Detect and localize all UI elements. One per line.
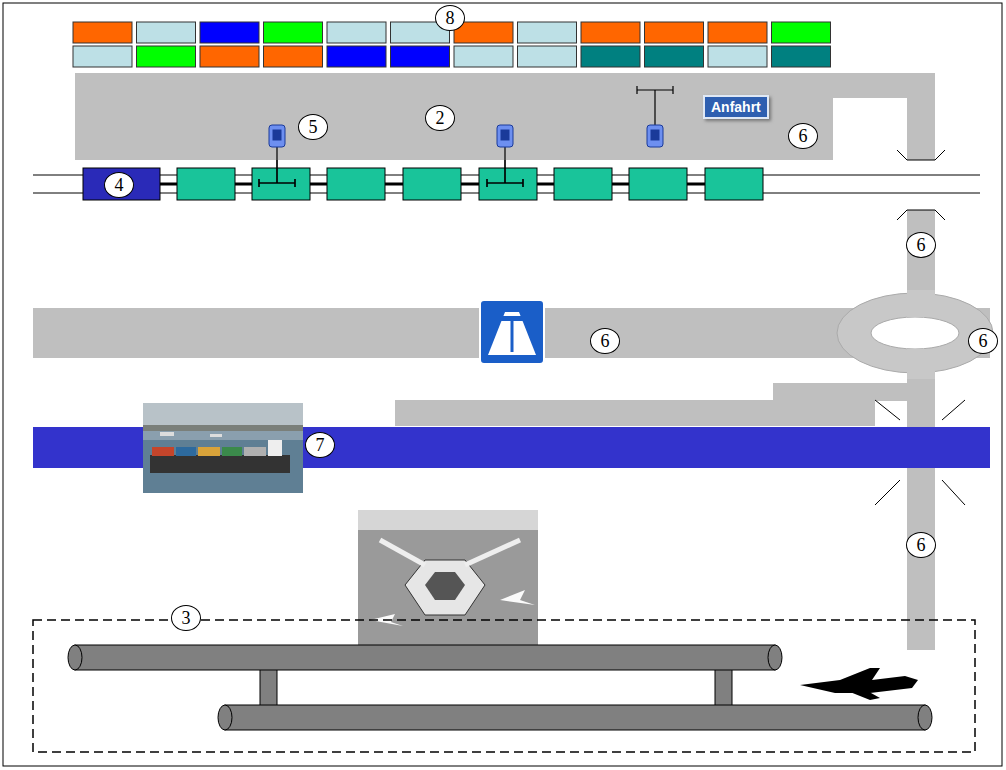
callout-number: 6 bbox=[968, 328, 998, 354]
callout-number: 8 bbox=[435, 5, 465, 31]
sign-text: Anfahrt bbox=[711, 99, 761, 115]
callout-number: 3 bbox=[171, 605, 201, 631]
callout-number: 2 bbox=[425, 105, 455, 131]
callout-number: 4 bbox=[104, 172, 134, 198]
callout-number: 6 bbox=[590, 328, 620, 354]
callout-number: 6 bbox=[788, 123, 818, 149]
callout-number: 5 bbox=[298, 114, 328, 140]
access-sign: Anfahrt bbox=[703, 95, 769, 119]
callout-number: 6 bbox=[906, 532, 936, 558]
callout-number: 6 bbox=[906, 232, 936, 258]
callout-number: 7 bbox=[305, 432, 335, 458]
